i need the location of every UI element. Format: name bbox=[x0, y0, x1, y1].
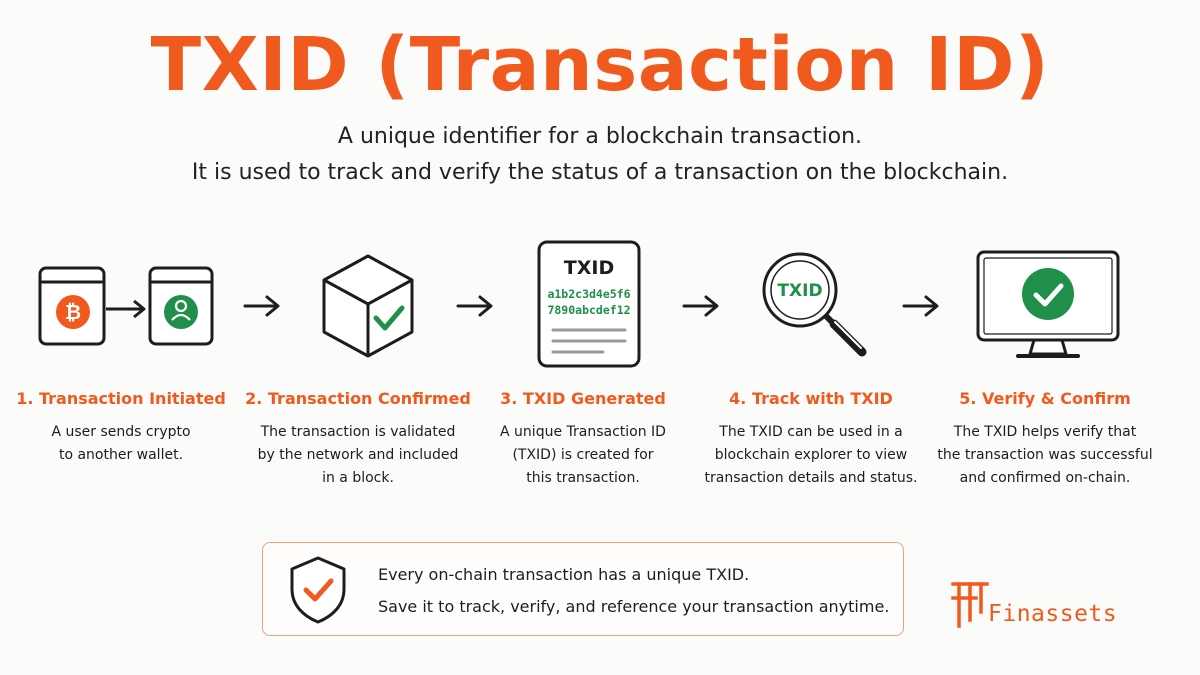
svg-text:a1b2c3d4e5f6: a1b2c3d4e5f6 bbox=[547, 287, 630, 301]
page-subtitle-line2: It is used to track and verify the statu… bbox=[191, 160, 1009, 185]
step-5-description: The TXID helps verify that the transacti… bbox=[937, 424, 1153, 486]
check-icon bbox=[373, 305, 405, 331]
note-box: Every on-chain transaction has a unique … bbox=[262, 542, 904, 636]
document-icon: TXID a1b2c3d4e5f6 7890abcdef12 bbox=[537, 240, 641, 368]
check-icon bbox=[1033, 283, 1064, 307]
step-1-description: A user sends crypto to another wallet. bbox=[51, 424, 191, 463]
step-2-title: 2. Transaction Confirmed bbox=[245, 389, 471, 408]
magnifier-icon: TXID bbox=[762, 252, 867, 357]
arrow-right-icon bbox=[456, 295, 493, 317]
svg-text:7890abcdef12: 7890abcdef12 bbox=[547, 303, 630, 317]
arrow-right-icon bbox=[902, 295, 939, 317]
step-3-title: 3. TXID Generated bbox=[500, 389, 666, 408]
arrow-right-icon bbox=[243, 295, 280, 317]
note-line-1: Every on-chain transaction has a unique … bbox=[378, 565, 750, 584]
user-icon bbox=[164, 295, 198, 329]
step-1-title: 1. Transaction Initiated bbox=[16, 389, 226, 408]
cube-icon bbox=[322, 254, 414, 358]
monitor-icon bbox=[976, 250, 1120, 358]
finassets-logo-icon bbox=[951, 582, 989, 628]
step-3-description: A unique Transaction ID (TXID) is create… bbox=[500, 424, 666, 486]
note-line-2: Save it to track, verify, and reference … bbox=[378, 597, 890, 616]
svg-text:TXID: TXID bbox=[777, 281, 822, 301]
step-2-description: The transaction is validated by the netw… bbox=[257, 424, 459, 486]
wallet-transfer-icon: ₿ bbox=[38, 266, 214, 346]
step-4-description: The TXID can be used in a blockchain exp… bbox=[704, 424, 918, 486]
page-subtitle-line1: A unique identifier for a blockchain tra… bbox=[337, 124, 863, 149]
svg-text:TXID: TXID bbox=[564, 257, 614, 279]
shield-icon bbox=[290, 556, 346, 624]
page-title: TXID (Transaction ID) bbox=[150, 22, 1050, 108]
arrow-right-icon bbox=[682, 295, 719, 317]
step-5-title: 5. Verify & Confirm bbox=[959, 389, 1131, 408]
svg-text:₿: ₿ bbox=[65, 300, 81, 324]
bitcoin-icon: ₿ bbox=[56, 295, 90, 329]
step-4-title: 4. Track with TXID bbox=[729, 389, 893, 408]
brand-name: Finassets bbox=[988, 601, 1118, 627]
